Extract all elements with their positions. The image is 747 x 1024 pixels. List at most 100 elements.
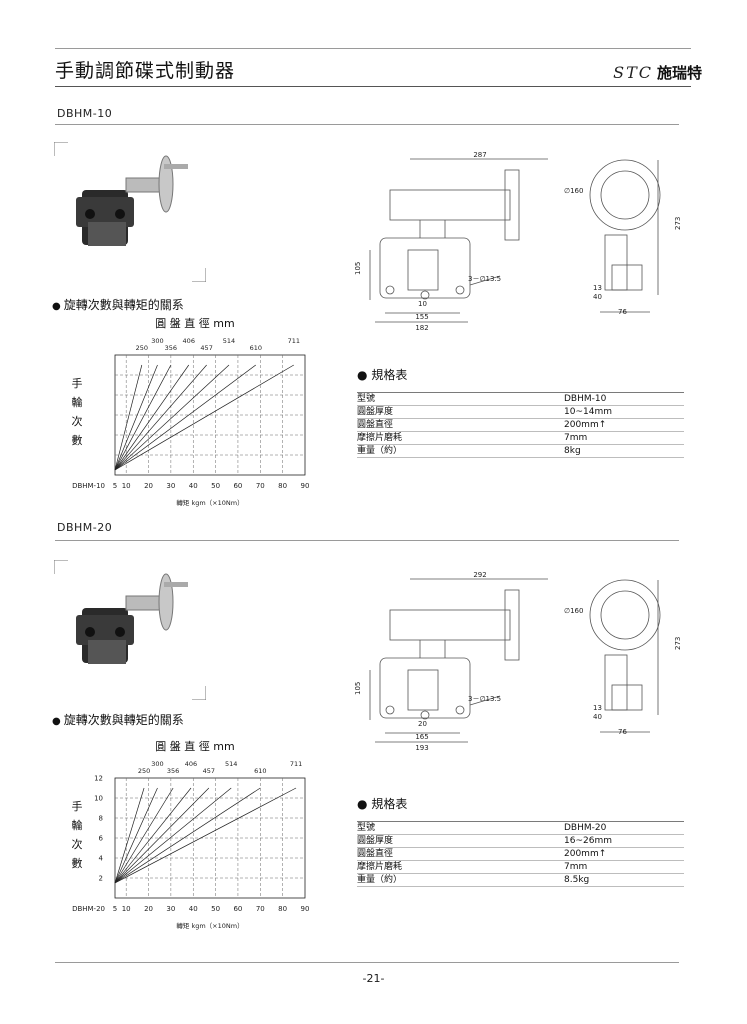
- dim-height: 105: [354, 262, 362, 275]
- spec-label: 摩擦片磨耗: [357, 431, 564, 445]
- x-tick-label: 50: [211, 905, 220, 913]
- spec-title-text: 規格表: [371, 797, 408, 811]
- spec-title: ● 規格表: [357, 797, 408, 811]
- series-label: 610: [250, 344, 262, 352]
- series-line: [114, 364, 257, 471]
- y-axis-label-char: 輪: [72, 818, 83, 832]
- x-tick-label: 80: [278, 482, 287, 490]
- series-label: 711: [288, 337, 300, 345]
- graph-caption-text: 旋轉次數與轉矩的關系: [63, 298, 184, 312]
- y-axis-label-char: 數: [72, 434, 83, 447]
- x-tick-label: 80: [278, 905, 287, 913]
- spec-row: 重量（約）8kg: [357, 444, 684, 458]
- series-line: [114, 364, 190, 471]
- y-tick-label: 12: [94, 775, 103, 783]
- series-label: 457: [203, 767, 215, 775]
- x-tick-label: 20: [144, 905, 153, 913]
- x-tick-label: 40: [189, 905, 198, 913]
- series-label: 356: [167, 767, 179, 775]
- x-tick-label: 30: [166, 482, 175, 490]
- series-line: [114, 787, 261, 884]
- x-tick-label: 70: [256, 905, 265, 913]
- series-line: [114, 364, 207, 471]
- series-line: [114, 364, 230, 471]
- product-photo: [53, 559, 207, 701]
- x-tick-label: 70: [256, 482, 265, 490]
- dim-76: 76: [618, 308, 627, 316]
- y-axis-label-char: 次: [72, 837, 83, 851]
- spec-label: 圓盤直徑: [357, 418, 564, 432]
- x-tick-label: 5: [113, 905, 117, 913]
- dim-gap: 20: [418, 720, 427, 728]
- spec-value: 16~26mm: [564, 834, 684, 848]
- x-tick-label: 60: [233, 482, 242, 490]
- spec-value: 200mm↑: [564, 847, 684, 861]
- series-line: [114, 787, 210, 884]
- spec-value: DBHM-20: [564, 821, 684, 835]
- x-tick-label: 10: [122, 482, 131, 490]
- series-label: 250: [136, 344, 148, 352]
- section-rule: [55, 124, 679, 125]
- dim-height: 105: [354, 682, 362, 695]
- series-label: 356: [165, 344, 177, 352]
- series-label: 406: [185, 760, 197, 768]
- series-line: [114, 787, 297, 884]
- series-line: [114, 787, 158, 884]
- series-label: 711: [290, 760, 302, 768]
- series-line: [114, 787, 192, 884]
- graph-caption-text: 旋轉次數與轉矩的關系: [63, 713, 184, 727]
- header-top-rule: [55, 48, 691, 49]
- series-line: [114, 364, 158, 471]
- y-axis-label-char: 數: [72, 857, 83, 870]
- x-tick-label: 50: [211, 482, 220, 490]
- dim-base-width: 193: [415, 744, 428, 752]
- series-label: 250: [138, 767, 150, 775]
- spec-value: 7mm: [564, 431, 684, 445]
- series-line: [114, 787, 145, 884]
- series-label: 406: [183, 337, 195, 345]
- spec-value: 8.5kg: [564, 873, 684, 887]
- x-axis-label: 轉矩 kgm（×10Nm）: [176, 921, 243, 930]
- x-tick-label: 10: [122, 905, 131, 913]
- header-bottom-rule: [55, 86, 691, 87]
- dim-40: 40: [593, 713, 602, 721]
- dim-gap: 10: [418, 300, 427, 308]
- dim-disc-diameter: ∅160: [564, 607, 583, 615]
- spec-value: DBHM-10: [564, 392, 684, 406]
- dim-total-height: 273: [674, 217, 682, 230]
- section-rule: [55, 540, 679, 541]
- product-photo: [53, 141, 207, 283]
- dim-76: 76: [618, 728, 627, 736]
- series-label: 514: [223, 337, 235, 345]
- x-tick-label: 5: [113, 482, 117, 490]
- y-tick-label: 6: [99, 835, 104, 843]
- series-label: 514: [225, 760, 237, 768]
- spec-label: 圓盤厚度: [357, 405, 564, 419]
- dim-overall-length: 292: [473, 571, 486, 579]
- dim-base-width: 182: [415, 324, 428, 332]
- series-line: [114, 364, 172, 471]
- y-axis-label-char: 次: [72, 414, 83, 428]
- page-number: -21-: [362, 972, 385, 985]
- dim-13: 13: [593, 704, 602, 712]
- spec-row: 重量（約）8.5kg: [357, 873, 684, 887]
- spec-value: 8kg: [564, 444, 684, 458]
- y-tick-label: 10: [94, 795, 103, 803]
- y-axis-label-char: 手: [72, 799, 83, 813]
- y-axis-label-char: 輪: [72, 395, 83, 409]
- dim-total-height: 273: [674, 637, 682, 650]
- dim-holes: 3－∅13.5: [468, 695, 501, 703]
- series-label: 300: [151, 760, 163, 768]
- x-tick-label: 60: [233, 905, 242, 913]
- footer-rule: [55, 962, 679, 963]
